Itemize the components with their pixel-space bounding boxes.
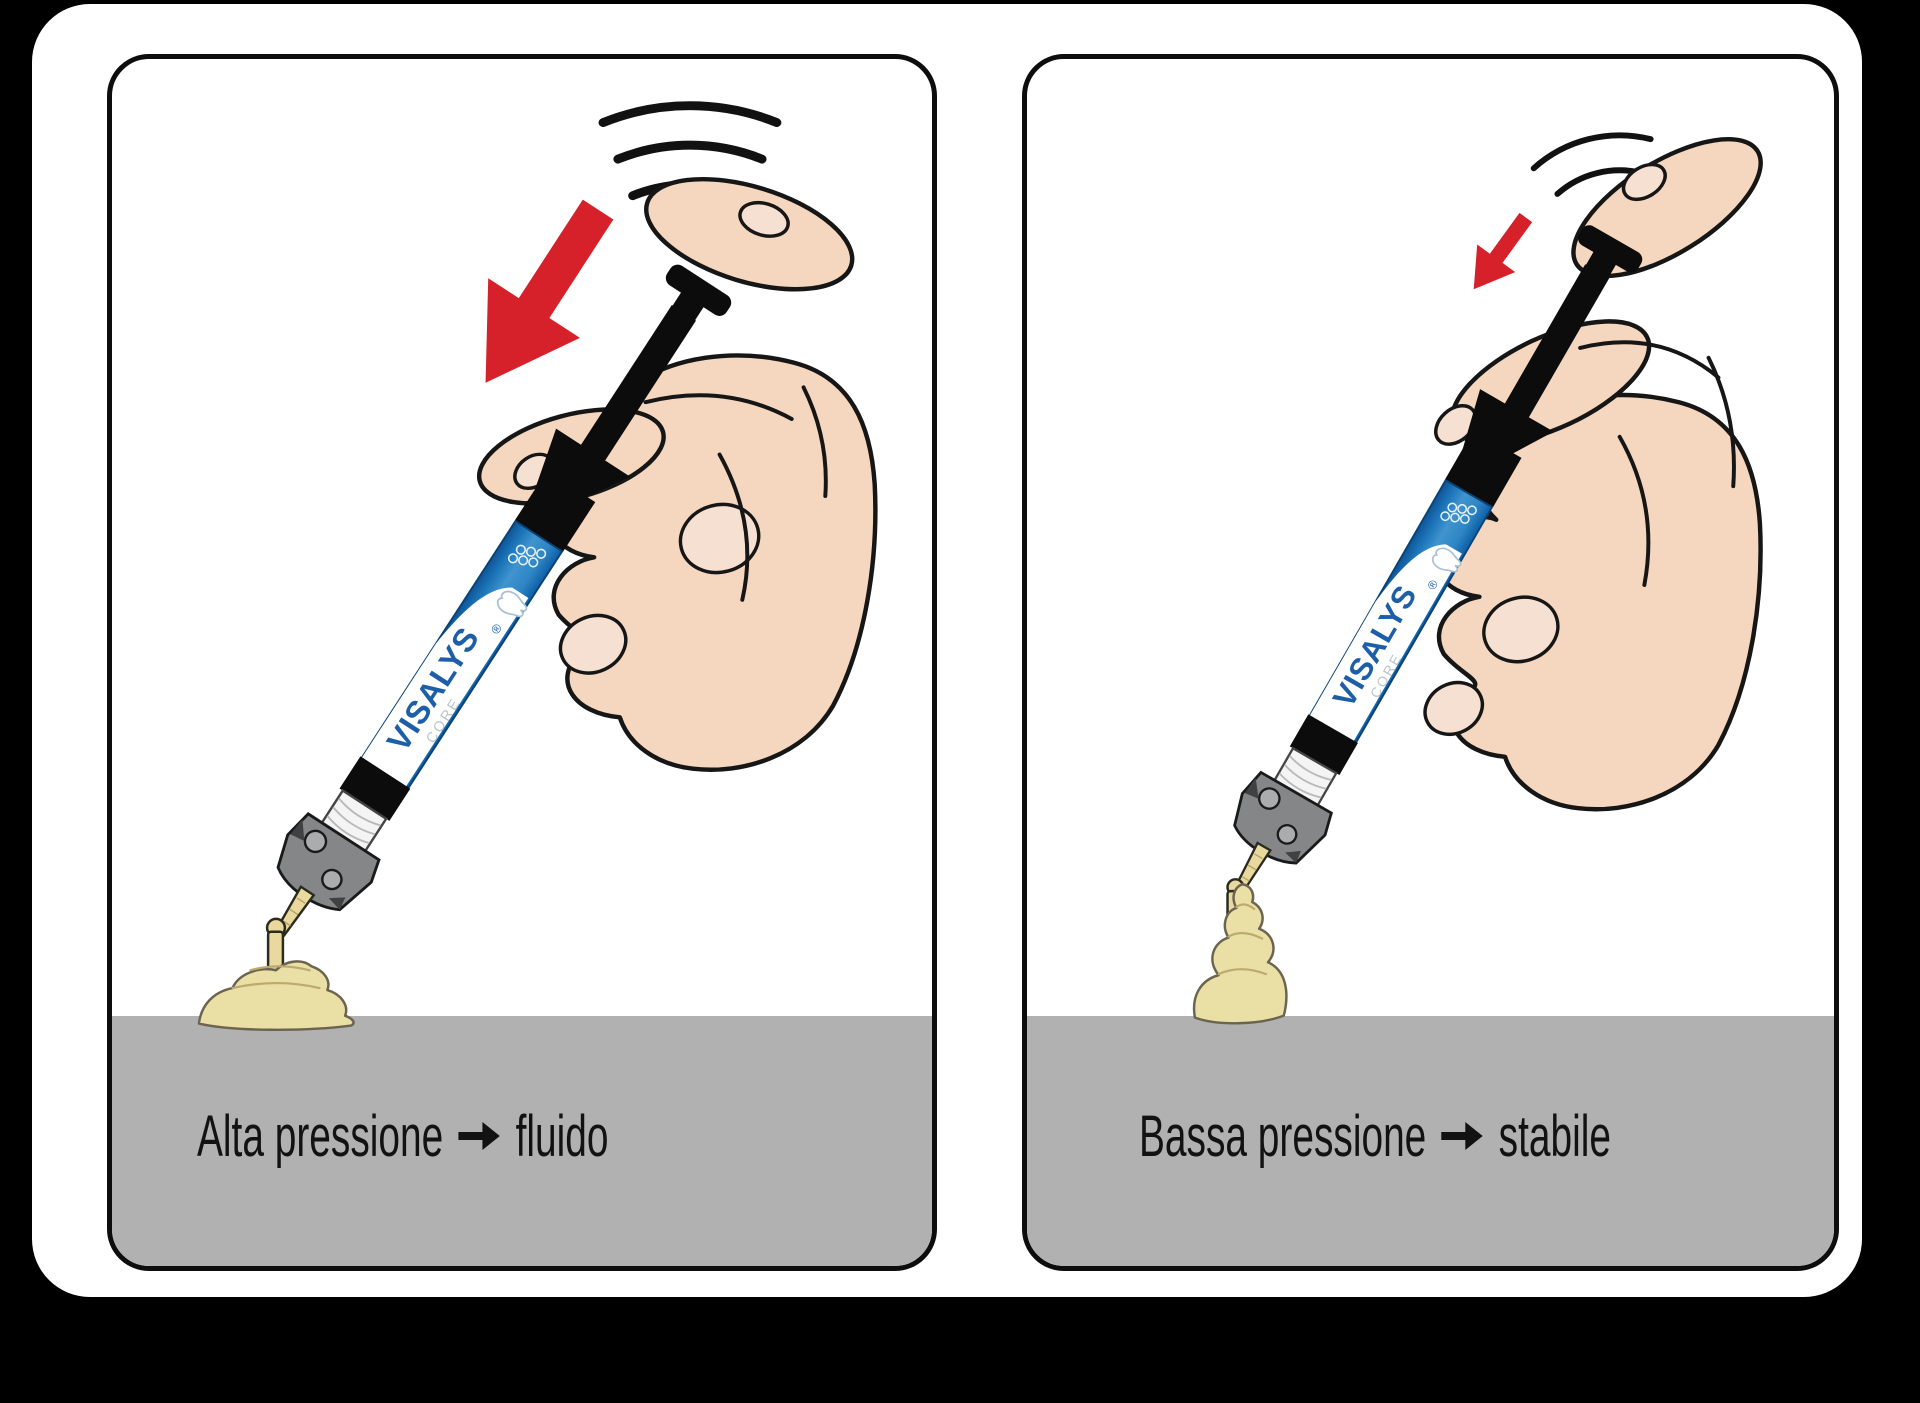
caption-high-pressure: Alta pressione fluido [197, 1094, 811, 1178]
surface-left [112, 1016, 932, 1266]
material-cone-stable [1192, 883, 1288, 1025]
scene-high-pressure: VISALYS ® CORE [197, 101, 932, 1032]
caption-result: stabile [1498, 1103, 1611, 1169]
panel-high-pressure: VISALYS ® CORE [107, 54, 937, 1271]
caption-lead: Bassa pressione [1139, 1103, 1427, 1169]
thumb [644, 176, 855, 292]
pressure-arrow-strong-icon [439, 179, 644, 413]
caption-low-pressure: Bassa pressione stabile [1139, 1094, 1834, 1178]
right-arrow-icon [1441, 1122, 1483, 1150]
pressure-arrow-light-icon [1454, 203, 1545, 304]
caption-result: fluido [515, 1103, 609, 1169]
panel-low-pressure: Bassa pressione stabile [1022, 54, 1839, 1271]
scene-low-pressure [1192, 132, 1763, 1025]
surface-right [1027, 1016, 1834, 1266]
hand-illustration-left [476, 176, 875, 770]
material-mound-fluid [197, 960, 355, 1032]
caption-lead: Alta pressione [197, 1103, 444, 1169]
white-canvas: VISALYS ® CORE [32, 4, 1862, 1297]
right-arrow-icon [457, 1122, 500, 1150]
